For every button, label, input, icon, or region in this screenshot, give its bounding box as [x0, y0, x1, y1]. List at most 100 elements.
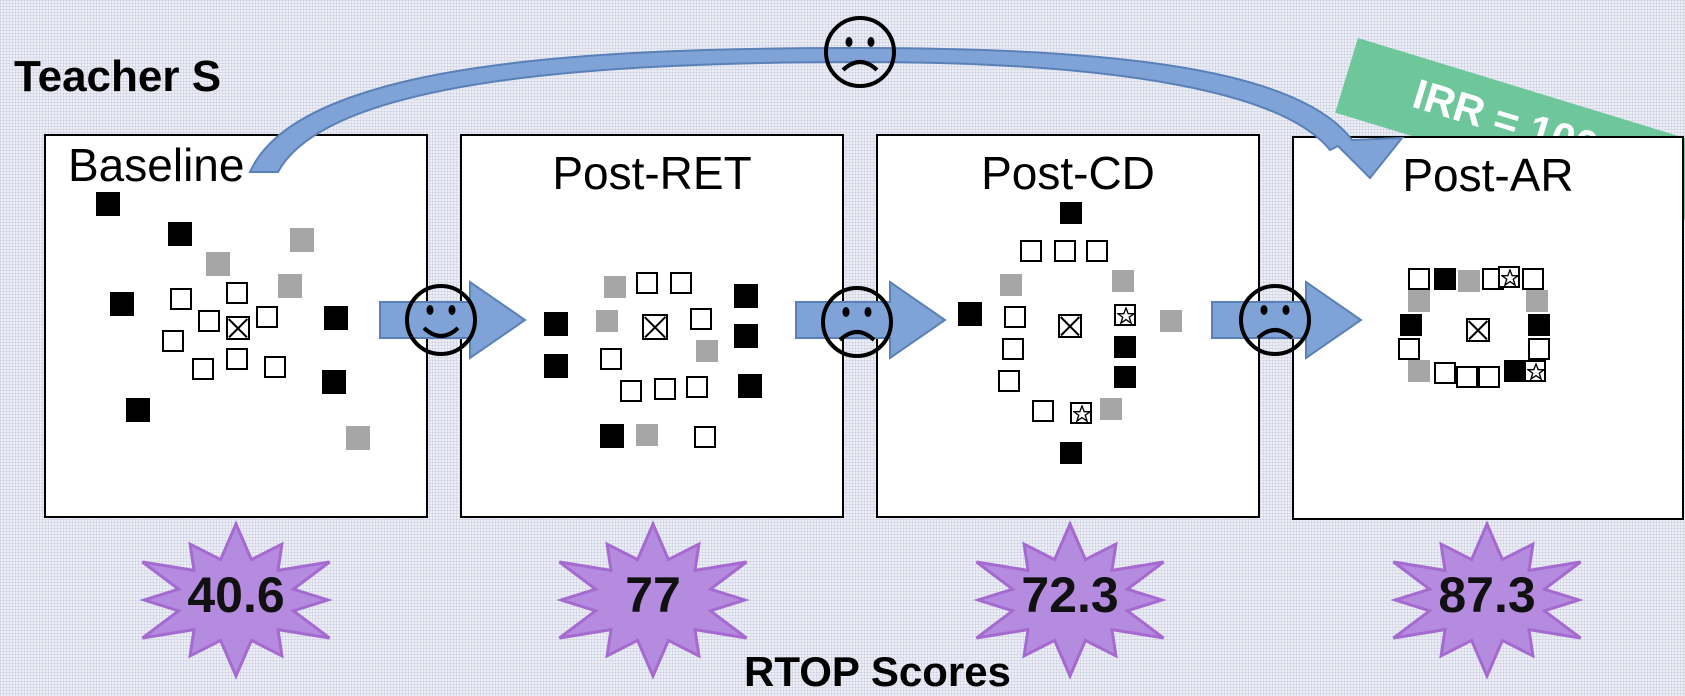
open-marker — [162, 330, 184, 352]
gray-marker — [1526, 290, 1548, 312]
black-marker — [324, 306, 348, 330]
gray-marker — [346, 426, 370, 450]
score-value: 72.3 — [1021, 567, 1119, 623]
open-marker — [256, 306, 278, 328]
open-marker — [1002, 338, 1024, 360]
gray-marker — [1408, 360, 1430, 382]
starburst-shape — [1390, 520, 1584, 680]
panel-post-ar: Post-AR — [1292, 136, 1684, 520]
black-marker — [168, 222, 192, 246]
overall-arc-arrow — [248, 46, 1405, 180]
black-marker — [110, 292, 134, 316]
black-marker — [1060, 442, 1082, 464]
score-burst: 72.3 — [955, 520, 1185, 680]
smiley-face-icon — [405, 284, 477, 356]
gray-marker — [278, 274, 302, 298]
open-marker — [694, 426, 716, 448]
open-marker — [264, 356, 286, 378]
score-burst: 77 — [538, 520, 768, 680]
gray-marker — [1000, 274, 1022, 296]
open-marker — [1522, 268, 1544, 290]
gray-marker — [636, 424, 658, 446]
star-marker-icon — [1524, 360, 1546, 382]
black-marker — [322, 370, 346, 394]
open-marker — [1528, 338, 1550, 360]
black-marker — [600, 424, 624, 448]
star-marker-icon — [1114, 304, 1136, 326]
black-marker — [1114, 366, 1136, 388]
frowning-face-icon — [821, 286, 893, 358]
panel-title: Post-CD — [981, 147, 1155, 199]
black-marker — [738, 374, 762, 398]
starburst-shape — [556, 520, 750, 680]
center-marker-icon — [1466, 318, 1490, 342]
score-value: 40.6 — [187, 567, 285, 623]
open-marker — [198, 310, 220, 332]
open-marker — [636, 272, 658, 294]
open-marker — [170, 288, 192, 310]
transition-arrow — [379, 280, 527, 360]
open-marker — [600, 348, 622, 370]
black-marker — [734, 324, 758, 348]
open-marker — [1478, 366, 1500, 388]
open-marker — [690, 308, 712, 330]
gray-marker — [596, 310, 618, 332]
open-marker — [670, 272, 692, 294]
teacher-label: Teacher S — [14, 52, 222, 101]
open-marker — [1054, 240, 1076, 262]
transition-arrow — [1211, 280, 1363, 360]
open-marker — [1086, 240, 1108, 262]
black-marker — [1434, 268, 1456, 290]
gray-marker — [1458, 270, 1480, 292]
black-marker — [1528, 314, 1550, 336]
open-marker — [1434, 362, 1456, 384]
panel-title: Post-AR — [1402, 149, 1574, 201]
panel-post-ret: Post-RET — [460, 134, 844, 518]
panel-baseline: Baseline — [44, 134, 428, 518]
open-marker — [654, 378, 676, 400]
black-marker — [1504, 360, 1526, 382]
gray-marker — [604, 276, 626, 298]
black-marker — [1114, 336, 1136, 358]
panel-title: Post-RET — [552, 147, 752, 199]
black-marker — [958, 302, 982, 326]
black-marker — [544, 354, 568, 378]
score-burst: 40.6 — [121, 520, 351, 680]
frowning-face-icon — [824, 16, 896, 88]
open-marker — [1032, 400, 1054, 422]
center-marker-icon — [1058, 314, 1082, 338]
transition-arrow — [795, 280, 947, 360]
starburst-shape — [139, 520, 333, 680]
open-marker — [998, 370, 1020, 392]
star-marker-icon — [1498, 266, 1520, 288]
center-marker-icon — [226, 316, 250, 340]
gray-marker — [696, 340, 718, 362]
open-marker — [620, 380, 642, 402]
black-marker — [544, 312, 568, 336]
gray-marker — [1112, 270, 1134, 292]
black-marker — [1060, 202, 1082, 224]
open-marker — [1020, 240, 1042, 262]
star-marker-icon — [1070, 402, 1092, 424]
open-marker — [226, 348, 248, 370]
starburst-shape — [973, 520, 1167, 680]
gray-marker — [290, 228, 314, 252]
open-marker — [686, 376, 708, 398]
gray-marker — [1160, 310, 1182, 332]
frowning-face-icon — [1239, 284, 1311, 356]
open-marker — [1456, 366, 1478, 388]
score-value: 77 — [625, 567, 681, 623]
open-marker — [192, 358, 214, 380]
open-marker — [1004, 306, 1026, 328]
black-marker — [126, 398, 150, 422]
score-value: 87.3 — [1438, 567, 1536, 623]
gray-marker — [206, 252, 230, 276]
scores-label: RTOP Scores — [744, 648, 1011, 695]
center-marker-icon — [642, 314, 668, 340]
black-marker — [96, 192, 120, 216]
panel-title: Baseline — [68, 139, 245, 191]
gray-marker — [1100, 398, 1122, 420]
score-burst: 87.3 — [1372, 520, 1602, 680]
open-marker — [1408, 268, 1430, 290]
